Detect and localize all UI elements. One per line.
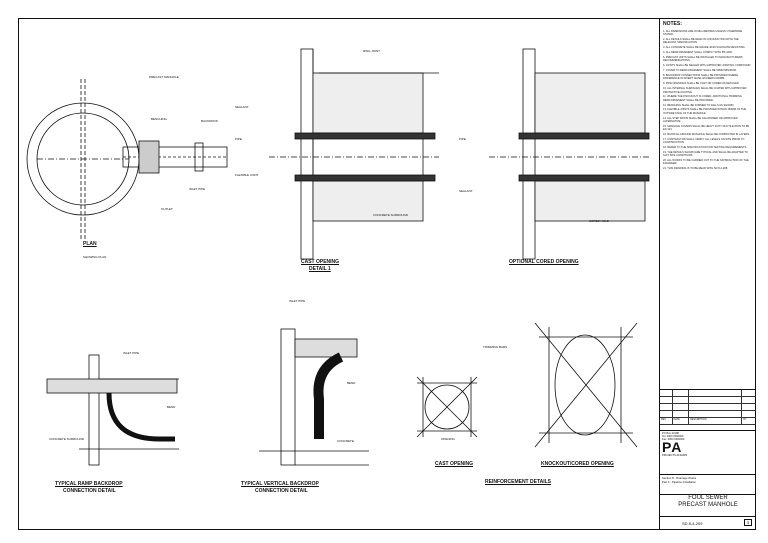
title-line2: PRECAST MANHOLE [678, 502, 738, 508]
client-line1: PO Box 22198 [662, 432, 679, 435]
note-item: 5. PRECAST UNITS SHALL BE INSTALLED TO M… [663, 56, 743, 63]
caption-plan: PLAN [83, 241, 97, 247]
caption-cast-opening-detail-sub: DETAIL 1 [309, 266, 331, 272]
note-item: 13. FLEXIBLE JOINTS SHALL BE PROVIDED WI… [663, 108, 747, 115]
client-line3: Fax: 0000 0000000 [662, 438, 685, 441]
caption-vertical-backdrop: TYPICAL VERTICAL BACKDROP [241, 481, 319, 487]
client-block: PO Box 22198 Tel: 0000 0000000 Fax: 0000… [660, 430, 756, 474]
note-item: 3. ALL CONCRETE SHALL BE GRADE 40/20 SUL… [663, 46, 746, 50]
sheet-number: 3 [743, 519, 752, 526]
drawing-number: SD 8-4-209 [682, 521, 703, 526]
ramp-backdrop-detail [46, 354, 179, 466]
notes-list: 1. ALL DIMENSIONS ARE IN MILLIMETRES UNL… [663, 30, 752, 171]
section-block: Section 8 - Drainage Works Part 4 - Pipe… [660, 474, 756, 494]
note-item: 18. REFER TO THE SPECIFICATION FOR TESTI… [663, 146, 748, 150]
caption-ramp-backdrop-sub: CONNECTION DETAIL [63, 488, 116, 494]
note-item: 2. ALL DETAILS SHALL BE READ IN CONJUNCT… [663, 38, 739, 45]
cast-opening-detail [269, 48, 439, 260]
note-item: 1. ALL DIMENSIONS ARE IN MILLIMETRES UNL… [663, 30, 743, 37]
revision-row [660, 397, 756, 404]
title-line1: FOUL SEWER [688, 495, 728, 501]
caption-cast-opening-detail: CAST OPENING [301, 259, 340, 265]
vert-label-inlet: INLET PIPE [289, 299, 306, 303]
client-line2: Tel: 0000 0000000 [662, 435, 684, 438]
note-item: 15. MANHOLE COVERS SHALL BE HEAVY DUTY D… [663, 124, 750, 132]
vert-label-bend: BEND [347, 381, 356, 385]
plan-label-backdrop: BACKDROP [201, 119, 218, 123]
plan-label-manhole: PRECAST MANHOLE [149, 75, 179, 79]
client-sub: PROJECTS AFFAIRS [662, 454, 688, 457]
client-logo: PA [662, 439, 683, 455]
cast-label-pipe: PIPE [235, 137, 242, 141]
cored-label-sealant: SEALANT [459, 189, 473, 193]
reinforcement-detail [416, 322, 638, 448]
reinf-label-trimming: TRIMMING BARS [483, 345, 508, 349]
note-item: 7. COVER TO REINFORCEMENT SHALL BE 50MM … [663, 69, 737, 73]
cast-label-sealant: SEALANT [235, 105, 249, 109]
cored-label-pipe: PIPE [459, 137, 466, 141]
cast-label-ring-joint: RING JOINT [363, 49, 380, 53]
note-item: 10. ALL INTERNAL SURFACES SHALL BE COATE… [663, 87, 747, 94]
note-item: 14. ALL STEP IRONS SHALL BE GALVANISED O… [663, 116, 738, 123]
caption-ramp-backdrop: TYPICAL RAMP BACKDROP [55, 481, 123, 487]
note-item: 9. PIPE OPENINGS SHALL BE CAST OR CORED … [663, 82, 740, 86]
plan-note: SHOWING PLAN [83, 255, 107, 259]
note-item: 20. ALL WORKS TO BE CARRIED OUT TO THE S… [663, 159, 749, 166]
revision-row [660, 411, 756, 418]
cored-opening-detail [489, 48, 650, 260]
ramp-label-surround: CONCRETE SURROUND [49, 437, 85, 441]
technical-drawing [26, 48, 650, 466]
vertical-backdrop-detail [259, 328, 369, 466]
drawing-number-block: SD 8-4-209 3 [660, 516, 756, 530]
cored-label-hole: CORED HOLE [589, 219, 609, 223]
reinf-label-opening: OPENING [441, 437, 455, 441]
title-text: FOUL SEWER PRECAST MANHOLE [660, 494, 756, 516]
ramp-label-bend: BEND [167, 405, 176, 409]
plan-view [26, 79, 228, 241]
notes-title: NOTES: [663, 21, 682, 27]
section-line2: Part 4 - Pipeline Installation [662, 480, 697, 484]
note-item: 12. BENCHING SHALL BE FORMED TO FALLS AS… [663, 103, 735, 107]
ramp-label-inlet: INLET PIPE [123, 351, 140, 355]
drawing-sheet: PRECAST MANHOLE BACKDROP INLET PIPE OUTL… [18, 18, 756, 530]
note-item: 17. CONTRACTOR SHALL VERIFY ALL LEVELS O… [663, 137, 745, 145]
plan-label-inlet: INLET PIPE [189, 187, 206, 191]
section-line1: Section 8 - Drainage Works [662, 476, 697, 480]
note-item: 19. THE DETAILS SHOWN ARE TYPICAL AND SH… [663, 151, 748, 158]
note-item: 21. THIS DRAWING IS TO BE READ WITH SD 8… [663, 167, 728, 171]
caption-vertical-backdrop-sub: CONNECTION DETAIL [255, 488, 308, 494]
caption-reinforcement: REINFORCEMENT DETAILS [485, 479, 552, 485]
plan-label-benching: BENCHING [151, 117, 167, 121]
note-item: 6. JOINTS SHALL BE SEALED WITH APPROVED … [663, 64, 752, 68]
note-item: 8. BACKDROP CONNECTIONS SHALL BE PROVIDE… [663, 74, 738, 81]
note-item: 16. BACKFILL AROUND MANHOLE SHALL BE COM… [663, 133, 750, 137]
caption-optional-cored: OPTIONAL CORED OPENING [509, 259, 579, 265]
plan-label-outlet: OUTLET [161, 207, 173, 211]
drawing-area: PRECAST MANHOLE BACKDROP INLET PIPE OUTL… [19, 19, 657, 529]
caption-knockout: KNOCKOUT/CORED OPENING [541, 461, 614, 467]
note-item: 4. ALL REINFORCEMENT SHALL COMPLY WITH B… [663, 51, 733, 55]
notes-panel: NOTES: 1. ALL DIMENSIONS ARE IN MILLIMET… [659, 19, 755, 389]
revision-row [660, 390, 756, 397]
revision-row [660, 404, 756, 411]
caption-cast-opening: CAST OPENING [435, 461, 474, 467]
vert-label-concrete: CONCRETE [337, 439, 354, 443]
cast-label-flexible-joint: FLEXIBLE JOINT [235, 173, 259, 177]
cast-label-surround: CONCRETE SURROUND [373, 213, 409, 217]
note-item: 11. WHERE THE KNOCKOUT IS CORED, ADDITIO… [663, 95, 742, 102]
